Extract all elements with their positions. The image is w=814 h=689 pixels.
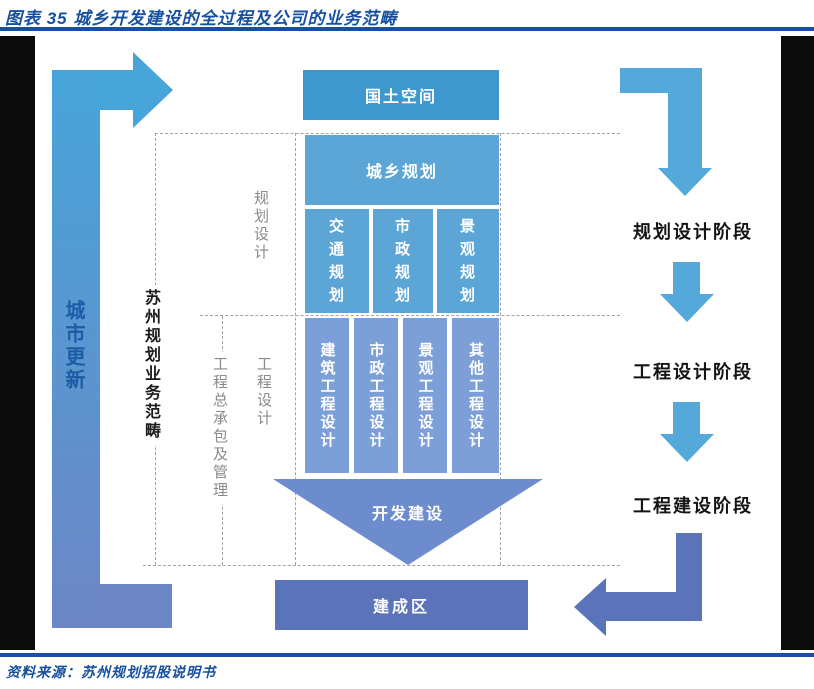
architecture-engineering-design-box: 建筑工程设计	[305, 318, 349, 473]
national-land-space-text: 国土空间	[364, 89, 437, 106]
landscape-engineering-design-box: 景观工程设计	[403, 318, 447, 473]
transport-planning-text: 交通规划	[328, 217, 345, 305]
left-black-band	[0, 36, 35, 650]
landscape-planning-text: 景观规划	[459, 217, 476, 305]
landscape-engineering-design-text: 景观工程设计	[416, 341, 434, 450]
development-funnel-label: 开发建设	[371, 506, 444, 523]
planning-design-label: 规划设计	[252, 186, 269, 266]
municipal-planning-text: 市政规划	[394, 217, 411, 305]
cycle-arrow-bottom-stub	[98, 584, 172, 628]
epc-management-label: 工程总承包及管理	[211, 352, 228, 504]
return-elbow-horizontal	[604, 592, 702, 621]
stage-label-construction: 工程建设阶段	[633, 496, 753, 516]
urban-rural-planning-box: 城乡规划	[305, 135, 499, 205]
scope-box-top-line	[155, 133, 620, 134]
other-engineering-design-box: 其他工程设计	[452, 318, 499, 473]
figure-title: 图表 35 城乡开发建设的全过程及公司的业务范畴	[5, 9, 398, 28]
column-left-dashed-line	[295, 133, 296, 565]
cycle-arrow-right-head-icon	[133, 52, 173, 128]
stage2-arrow-shaft	[673, 262, 700, 295]
company-scope-label: 苏州规划业务范畴	[141, 285, 159, 445]
cycle-arrow-label: 城市更新	[62, 300, 84, 392]
stage2-arrow-down-head-icon	[660, 294, 714, 322]
development-funnel-icon	[273, 479, 543, 565]
epc-box-top-line	[200, 315, 620, 316]
source-note: 资料来源：苏州规划招股说明书	[6, 664, 216, 680]
stage-label-engineering-design: 工程设计阶段	[633, 362, 753, 382]
built-area-box: 建成区	[275, 580, 528, 630]
stage1-elbow-vertical	[668, 68, 702, 168]
engineering-design-label: 工程设计	[255, 352, 272, 432]
national-land-space-box: 国土空间	[303, 70, 499, 120]
cycle-arrow-arm	[96, 70, 134, 110]
column-right-dashed-line	[500, 133, 501, 565]
cycle-arrow-shaft	[52, 70, 100, 628]
return-arrow-left-head-icon	[574, 578, 606, 636]
urban-rural-planning-text: 城乡规划	[365, 164, 438, 181]
title-rule	[0, 27, 814, 31]
stage-label-planning: 规划设计阶段	[633, 222, 753, 242]
stage1-arrow-down-head-icon	[658, 168, 712, 196]
right-black-band	[781, 36, 814, 650]
other-engineering-design-text: 其他工程设计	[467, 341, 484, 450]
stage3-arrow-shaft	[673, 402, 700, 435]
scope-box-bottom-line	[143, 565, 620, 566]
municipal-engineering-design-text: 市政工程设计	[367, 341, 385, 450]
stage3-arrow-down-head-icon	[660, 434, 714, 462]
municipal-engineering-design-box: 市政工程设计	[354, 318, 398, 473]
built-area-text: 建成区	[372, 599, 430, 616]
architecture-engineering-design-text: 建筑工程设计	[318, 341, 336, 450]
footer-rule	[0, 653, 814, 657]
transport-planning-box: 交通规划	[305, 209, 369, 313]
landscape-planning-box: 景观规划	[437, 209, 499, 313]
municipal-planning-box: 市政规划	[373, 209, 433, 313]
